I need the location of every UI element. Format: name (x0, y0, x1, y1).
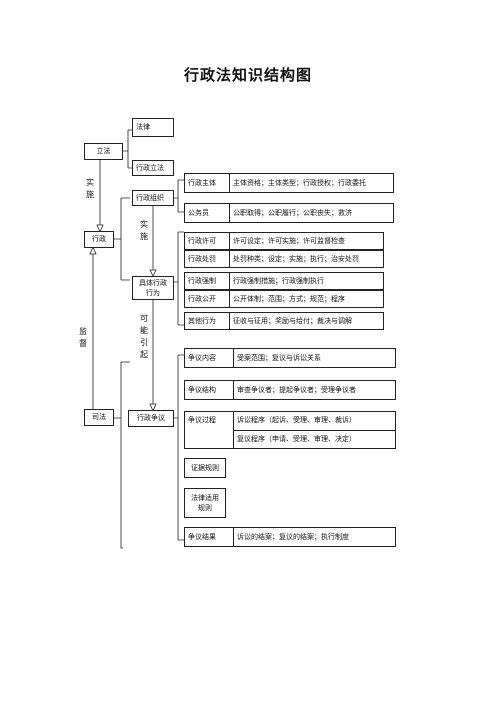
node-admin-dispute: 行政争议 (128, 410, 174, 427)
act-row-coercion-head: 行政强制 (185, 273, 230, 289)
dispute-row-structure-body: 审查争议者；提起争议者；受理争议者 (237, 385, 356, 394)
node-specific-admin-act: 具体行政行为 (132, 276, 174, 300)
dispute-row-result-body: 诉讼的结案；复议的结案；执行制度 (237, 532, 349, 541)
org-row-subject-body: 主体资格；主体类型；行政授权；行政委托 (233, 178, 366, 187)
act-row-penalty: 行政处罚 处罚种类；设定；实施；执行；治安处罚 (184, 250, 384, 268)
org-row-subject-head: 行政主体 (185, 174, 230, 192)
act-row-license-head: 行政许可 (185, 233, 230, 249)
dispute-row-process-head: 争议过程 (185, 412, 234, 448)
dispute-row-process-reconsideration: 复议程序（申请、受理、审理、决定） (237, 434, 356, 443)
act-row-disclosure-body: 公开体制；范围；方式；规范；程序 (233, 294, 345, 303)
act-row-license-body: 许可设定；许可实施；许可监督检查 (233, 236, 345, 245)
org-row-civil-servant-body: 公职取得；公职履行；公职丧失；救济 (233, 208, 352, 217)
node-law: 法律 (132, 118, 174, 137)
act-row-other-head: 其他行为 (185, 313, 230, 329)
act-row-other-body: 征收与征用；奖励与给付；裁决与调解 (233, 316, 352, 325)
page-title: 行政法知识结构图 (183, 66, 312, 84)
node-admin-legislation: 行政立法 (132, 160, 174, 176)
dispute-row-structure-head: 争议结构 (185, 381, 234, 399)
label-supervise-left: 监督 (79, 327, 87, 348)
dispute-row-result: 争议结果 诉讼的结案；复议的结案；执行制度 (184, 527, 396, 547)
dispute-row-process: 争议过程 诉讼程序（起诉、受理、审理、裁诉） 复议程序（申请、受理、审理、决定） (184, 411, 396, 449)
dispute-row-content-body: 受案范围；复议与诉讼关系 (237, 353, 321, 362)
act-row-penalty-body: 处罚种类；设定；实施；执行；治安处罚 (233, 254, 359, 263)
act-row-penalty-head: 行政处罚 (185, 251, 230, 267)
dispute-row-process-litigation: 诉讼程序（起诉、受理、审理、裁诉） (234, 412, 395, 431)
dispute-law-applicable-rules: 法律适用规则 (184, 488, 226, 518)
label-implement-left: 实施 (86, 178, 94, 199)
dispute-row-result-head: 争议结果 (185, 528, 234, 546)
act-row-other: 其他行为 征收与征用；奖励与给付；裁决与调解 (184, 312, 384, 330)
org-row-subject: 行政主体 主体资格；主体类型；行政授权；行政委托 (184, 173, 394, 193)
dispute-evidence-rules: 证据规则 (184, 458, 226, 478)
act-row-license: 行政许可 许可设定；许可实施；许可监督检查 (184, 232, 384, 250)
node-admin-organization: 行政组织 (132, 190, 174, 206)
node-legislation: 立法 (84, 143, 123, 160)
dispute-row-content: 争议内容 受案范围；复议与诉讼关系 (184, 348, 396, 368)
label-may-cause: 可能引起 (140, 314, 148, 359)
dispute-row-content-head: 争议内容 (185, 349, 234, 367)
org-row-civil-servant: 公务员 公职取得；公职履行；公职丧失；救济 (184, 203, 394, 223)
node-judiciary: 司法 (84, 409, 114, 426)
act-row-disclosure: 行政公开 公开体制；范围；方式；规范；程序 (184, 290, 384, 308)
act-row-disclosure-head: 行政公开 (185, 291, 230, 307)
act-row-coercion: 行政强制 行政强制措施；行政强制执行 (184, 272, 384, 290)
act-row-coercion-body: 行政强制措施；行政强制执行 (233, 276, 324, 285)
org-row-civil-servant-head: 公务员 (185, 204, 230, 222)
dispute-row-structure: 争议结构 审查争议者；提起争议者；受理争议者 (184, 380, 396, 400)
label-implement-middle: 实施 (140, 220, 148, 241)
node-administration: 行政 (84, 231, 114, 248)
